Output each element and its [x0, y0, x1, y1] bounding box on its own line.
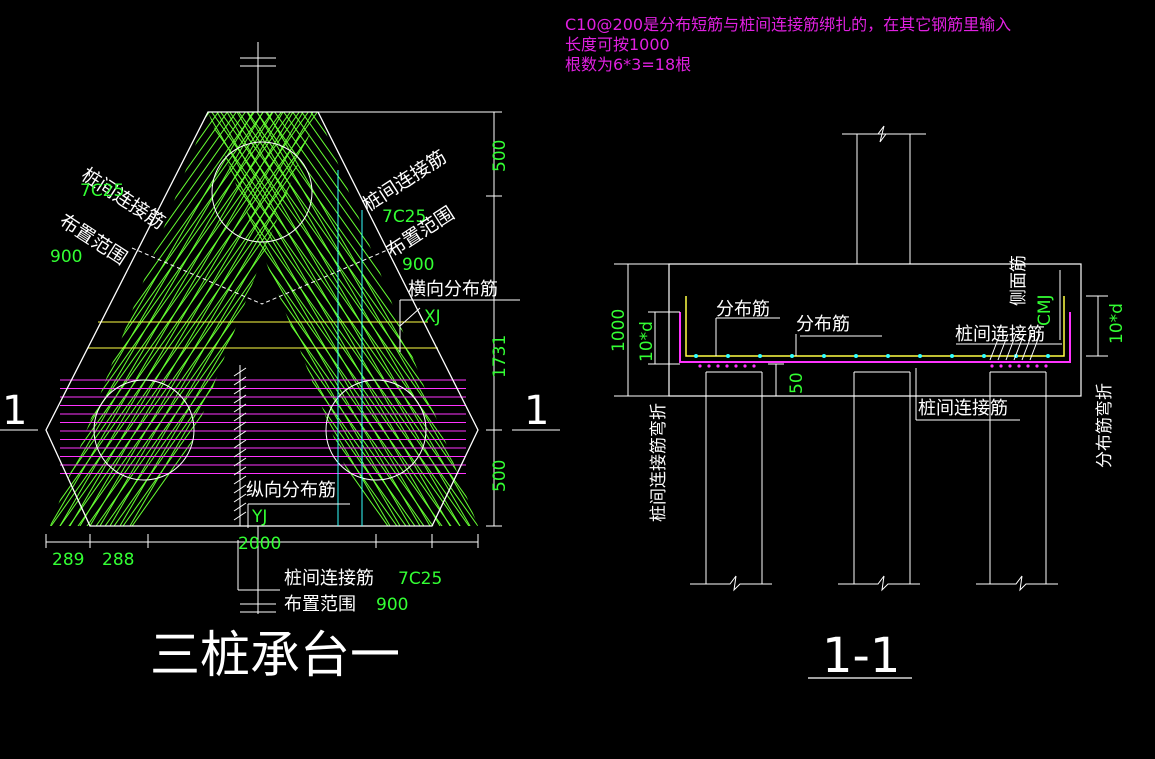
dim-1000: 1000: [609, 309, 629, 352]
dim-2000: 2000: [238, 534, 281, 554]
rebar-range-leaders: [131, 247, 393, 305]
label-distribution-1: 分布筋: [716, 299, 770, 320]
dim-288: 288: [102, 550, 134, 570]
dim-10d-left: 10*d: [637, 321, 657, 362]
right-link-spec: 7C25: [382, 207, 426, 227]
pile-circle-left: [93, 379, 195, 481]
horizontal-dimensions: [45, 534, 479, 548]
right-link-name: 桩间连接筋: [359, 146, 451, 216]
note-line-1: C10@200是分布短筋与桩间连接筋绑扎的，在其它钢筋里输入: [565, 15, 1012, 34]
dim-289: 289: [52, 550, 84, 570]
bottom-range-value: 900: [376, 595, 408, 615]
note-line-3: 根数为6*3=18根: [565, 55, 692, 74]
bottom-link-spec: 7C25: [398, 569, 442, 589]
section-view: 分布筋 分布筋 桩间连接筋 桩间连接筋 侧面筋 CMJ 1000 10*d 10…: [609, 125, 1127, 684]
transverse-code: XJ: [424, 307, 441, 327]
left-range-value: 900: [50, 247, 82, 267]
label-distribution-2: 分布筋: [796, 314, 850, 335]
dim-1731: 1731: [490, 335, 510, 378]
transverse-label: 横向分布筋: [408, 279, 498, 300]
cyan-reference-lines: [337, 170, 363, 526]
cap-section-outline: [668, 263, 1082, 397]
side-rebar-hatch: [989, 333, 1041, 361]
plan-title: 三桩承台一: [150, 626, 400, 684]
dim-50: 50: [787, 372, 807, 394]
transverse-rebars: [88, 321, 438, 349]
label-pile-link: 桩间连接筋: [955, 324, 1045, 345]
dim-bottom-500: 500: [490, 460, 510, 492]
section-mark-left-label: 1: [2, 388, 27, 434]
dim-10d-right: 10*d: [1107, 303, 1127, 344]
bottom-link-name: 桩间连接筋: [284, 568, 374, 589]
column-stub: [842, 125, 926, 264]
distribution-rebar-yellow: [685, 296, 1065, 357]
section-title: 1-1: [822, 628, 900, 684]
pile-circle-right: [325, 379, 427, 481]
link-rebar-leg-b: [50, 112, 318, 526]
bottom-rebar-dots: [698, 364, 1048, 368]
section-mark-right-label: 1: [524, 388, 549, 434]
section-left-dimensions: [614, 263, 784, 397]
longitudinal-code: YJ: [251, 507, 267, 527]
label-link-bend: 桩间连接筋弯折: [649, 403, 669, 522]
note-line-2: 长度可按1000: [565, 35, 670, 54]
rebar-dots: [694, 354, 1050, 358]
column-axis-top: [237, 42, 276, 614]
longitudinal-label: 纵向分布筋: [246, 480, 336, 501]
plan-view: 1 1 桩间连接筋 7C25 布置范围 900 桩间连接筋 7C25 布置范围 …: [0, 42, 560, 684]
pile-circle-top: [211, 141, 313, 243]
label-side-code: CMJ: [1035, 294, 1055, 326]
label-distribution-bend: 分布筋弯折: [1095, 383, 1115, 468]
left-link-spec: 7C25: [80, 181, 124, 201]
piles: [690, 371, 1058, 592]
label-side-rebar: 侧面筋: [1009, 255, 1029, 306]
link-rebar-leg-a: [208, 112, 478, 526]
dim-top-500: 500: [490, 140, 510, 172]
bottom-link-band: [60, 379, 466, 474]
link-rebar-magenta: [679, 312, 1071, 363]
right-range-value: 900: [402, 255, 434, 275]
label-pile-link-bottom: 桩间连接筋: [918, 398, 1008, 419]
vertical-dimensions: [318, 111, 502, 527]
section-right-dimensions: [1086, 295, 1108, 357]
bottom-range-label: 布置范围: [284, 594, 356, 615]
